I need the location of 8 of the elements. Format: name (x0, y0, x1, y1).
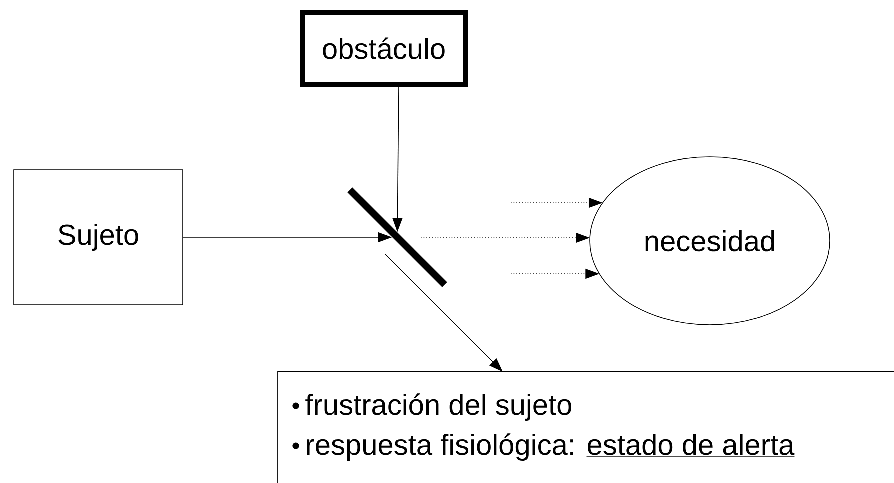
arrow (385, 254, 503, 372)
barrier-bar (348, 188, 448, 288)
text-box: frustración del sujeto respuesta fisiológica: estado de alerta (278, 372, 894, 483)
node-label: estado de alerta (588, 434, 795, 456)
subject-box: Sujeto (14, 170, 184, 306)
obstacle-box: obstáculo (300, 10, 468, 87)
node-label: respuesta fisiológica: (307, 434, 574, 462)
node-label: frustración del sujeto (306, 394, 572, 422)
